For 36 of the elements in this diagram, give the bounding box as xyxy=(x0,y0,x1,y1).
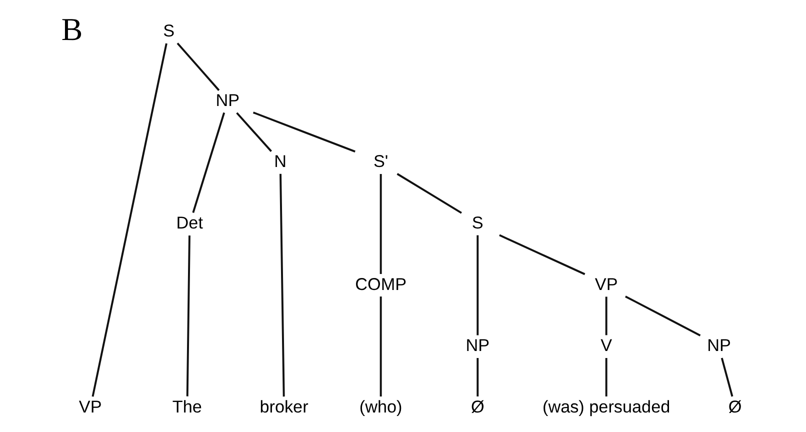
connector xyxy=(720,358,733,397)
connector xyxy=(186,235,190,396)
node-text: (who) xyxy=(358,396,402,416)
node-text: Ø xyxy=(470,396,484,416)
connector xyxy=(379,296,382,396)
node-text: S xyxy=(162,20,174,41)
connector xyxy=(624,296,700,336)
node-text: NP xyxy=(215,90,240,110)
connector xyxy=(604,296,607,336)
label: B xyxy=(60,12,82,47)
connector xyxy=(604,358,607,396)
connector xyxy=(396,173,462,214)
node-text: S' xyxy=(372,151,388,172)
connector xyxy=(498,234,585,276)
node-text: VP xyxy=(78,396,102,416)
connector xyxy=(91,43,167,397)
node-text: S xyxy=(471,212,483,232)
connector xyxy=(252,112,355,152)
node-text: broker xyxy=(259,396,308,416)
node-text: NP xyxy=(706,335,730,356)
node-text: V xyxy=(600,335,612,356)
node-text: (was) persuaded xyxy=(542,396,670,416)
connector xyxy=(476,358,478,396)
connector xyxy=(279,174,284,397)
node-text: NP xyxy=(465,335,490,356)
connector xyxy=(176,42,220,91)
node-text: The xyxy=(172,396,202,416)
node-text: Ø xyxy=(728,396,742,416)
node-text: Det xyxy=(176,212,202,232)
node-text: COMP xyxy=(354,274,406,294)
connector xyxy=(476,235,478,336)
node-text: VP xyxy=(594,274,618,294)
node-text: N xyxy=(274,151,286,172)
connector xyxy=(379,174,382,274)
connector xyxy=(192,112,225,213)
connector xyxy=(236,112,272,152)
